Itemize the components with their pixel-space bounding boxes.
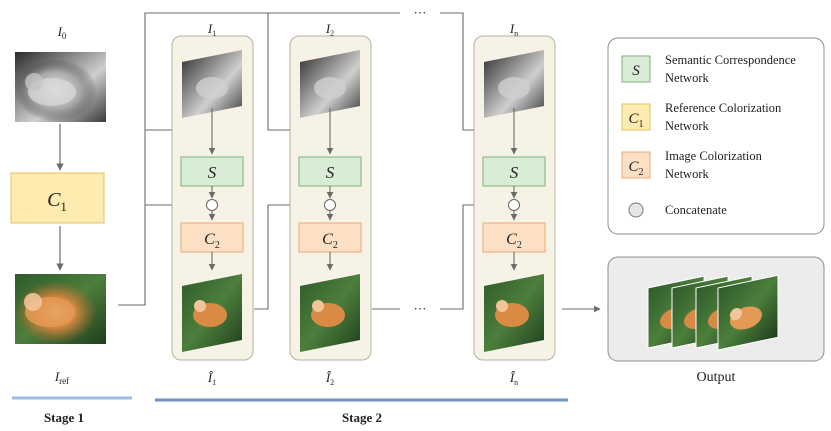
legend-symbol: C2 xyxy=(628,159,643,178)
column-output-label: Î1 xyxy=(207,370,216,387)
grayscale-input-image xyxy=(484,50,544,118)
legend-text-line2: Network xyxy=(665,167,709,181)
column-input-label: In xyxy=(509,21,518,38)
s-module-label: S xyxy=(326,163,335,182)
color-reference-cat-image xyxy=(15,274,106,344)
column-input-label: I2 xyxy=(325,21,334,38)
grayscale-cat-image xyxy=(15,52,106,122)
colorized-output-image xyxy=(182,274,242,352)
legend-box xyxy=(607,37,825,235)
c2-module xyxy=(180,222,244,253)
grayscale-input-image xyxy=(300,50,360,118)
column-output-label: În xyxy=(509,370,518,387)
ellipsis-middle: ··· xyxy=(414,301,427,316)
legend-text: Image Colorization xyxy=(665,149,763,163)
colorized-output-image xyxy=(300,274,360,352)
legend-symbol: S xyxy=(632,63,640,79)
legend-swatch xyxy=(621,103,651,131)
c1-module xyxy=(10,172,105,224)
legend-text: Concatenate xyxy=(665,203,727,217)
c2-module-label: C2 xyxy=(204,231,220,251)
input-i0-label: I0 xyxy=(57,24,67,41)
s-module-label: S xyxy=(208,163,217,182)
stage2-label: Stage 2 xyxy=(342,410,382,425)
s-module-label: S xyxy=(510,163,519,182)
legend-text: Semantic Correspondence xyxy=(665,53,796,67)
concatenate-node xyxy=(324,199,336,211)
legend-item: Concatenate xyxy=(628,202,727,218)
c2-module-label: C2 xyxy=(322,231,338,251)
column-input-label: I1 xyxy=(207,21,216,38)
stage1-label: Stage 1 xyxy=(44,410,84,425)
legend-swatch xyxy=(621,151,651,179)
colorized-output-image xyxy=(484,274,544,352)
concatenate-node xyxy=(508,199,520,211)
c1-module-label: C1 xyxy=(47,189,67,214)
grayscale-input-image xyxy=(182,50,242,118)
c2-module xyxy=(482,222,546,253)
input-ref-label: Iref xyxy=(54,369,69,386)
s-module xyxy=(482,156,546,187)
legend-text-line2: Network xyxy=(665,119,709,133)
legend-swatch xyxy=(621,55,651,83)
concatenate-node xyxy=(206,199,218,211)
output-label: Output xyxy=(697,370,736,385)
legend-symbol: C1 xyxy=(628,111,643,130)
legend-concat-swatch xyxy=(628,202,644,218)
ellipsis-top: ··· xyxy=(414,5,427,20)
legend-text-line2: Network xyxy=(665,71,709,85)
output-image-stack xyxy=(647,274,779,351)
c2-module-label: C2 xyxy=(506,231,522,251)
legend-text: Reference Colorization xyxy=(665,101,782,115)
column-output-label: Î2 xyxy=(325,370,334,387)
